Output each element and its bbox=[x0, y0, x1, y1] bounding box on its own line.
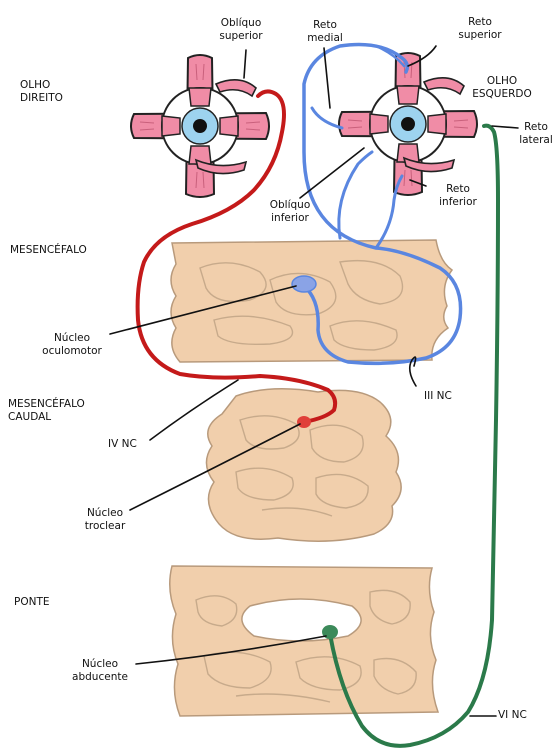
label-inferior-oblique: Oblíquo inferior bbox=[258, 199, 322, 225]
oculomotor-nucleus bbox=[292, 276, 316, 292]
caudal-mesencephalon-section bbox=[206, 389, 401, 541]
oculomotor-branch-oblique bbox=[339, 152, 372, 238]
right-eye bbox=[131, 55, 269, 197]
oculomotor-branch-medial bbox=[312, 108, 342, 128]
label-right-eye: OLHO DIREITO bbox=[20, 79, 63, 105]
label-oculomotor-nucleus: Núcleo oculomotor bbox=[22, 332, 122, 358]
label-lateral-rectus: Reto lateral bbox=[516, 121, 556, 147]
left-eye bbox=[339, 53, 477, 195]
label-medial-rectus: Reto medial bbox=[300, 19, 350, 45]
label-inferior-rectus: Reto inferior bbox=[428, 183, 488, 209]
oculomotor-branch-inferior bbox=[376, 176, 402, 248]
trochlear-nucleus bbox=[297, 416, 311, 428]
label-mesencephalon: MESENCÉFALO bbox=[10, 244, 87, 257]
label-iii-nc: III NC bbox=[424, 390, 452, 403]
pons-section bbox=[170, 566, 438, 716]
label-vi-nc: VI NC bbox=[498, 709, 527, 722]
label-pons: PONTE bbox=[14, 596, 50, 609]
label-trochlear-nucleus: Núcleo troclear bbox=[70, 507, 140, 533]
mesencephalon-section bbox=[171, 240, 452, 362]
label-left-eye: OLHO ESQUERDO bbox=[467, 75, 537, 101]
label-superior-rectus: Reto superior bbox=[448, 16, 512, 42]
label-superior-oblique: Oblíquo superior bbox=[205, 17, 277, 43]
label-iv-nc: IV NC bbox=[108, 438, 137, 451]
label-abducens-nucleus: Núcleo abducente bbox=[58, 658, 142, 684]
label-caudal-mesencephalon: MESENCÉFALO CAUDAL bbox=[8, 398, 85, 424]
